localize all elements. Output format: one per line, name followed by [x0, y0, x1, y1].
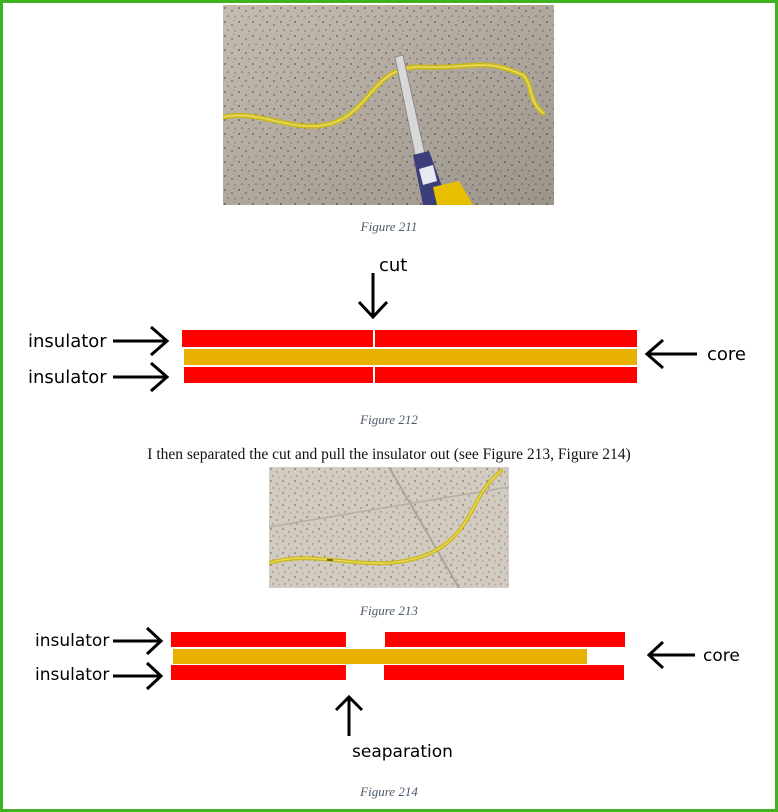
insulator-label-bottom: insulator — [35, 665, 109, 685]
insulator-top-right-bar — [385, 632, 625, 647]
figure-211-caption: Figure 211 — [360, 219, 418, 234]
insulator-top-bar — [182, 330, 637, 347]
insulator-arrow-top — [113, 626, 164, 656]
figure-213-photo — [269, 467, 509, 588]
insulator-arrow-bottom — [113, 661, 164, 691]
core-bar — [173, 649, 587, 664]
insulator-arrow-bottom — [113, 361, 170, 393]
insulator-bottom-bar — [184, 367, 637, 383]
figure-212-diagram: cut insulator insulator core — [28, 255, 746, 393]
insulator-arrow-top — [113, 325, 170, 357]
insulator-label-bottom: insulator — [28, 367, 107, 388]
figure-212-caption: Figure 212 — [360, 412, 418, 427]
insulator-bottom-right-bar — [384, 665, 624, 680]
core-label: core — [703, 646, 740, 666]
figure-213-caption: Figure 213 — [360, 603, 418, 618]
body-paragraph: I then separated the cut and pull the in… — [147, 446, 631, 463]
separation-arrow — [334, 694, 364, 736]
insulator-label-top: insulator — [28, 331, 107, 352]
separation-label: seaparation — [352, 742, 453, 762]
figure-214-caption: Figure 214 — [360, 784, 418, 799]
insulator-bottom-left-bar — [171, 665, 346, 680]
cut-label: cut — [379, 255, 407, 276]
figure-214-diagram: insulator insulator core seaparation — [35, 626, 740, 762]
cut-arrow — [357, 273, 389, 320]
core-arrow — [644, 338, 697, 370]
core-bar — [184, 349, 637, 365]
core-label: core — [707, 344, 746, 365]
insulator-label-top: insulator — [35, 631, 109, 651]
figure-211-photo — [223, 5, 554, 205]
insulator-top-left-bar — [171, 632, 346, 647]
core-arrow — [646, 640, 695, 670]
